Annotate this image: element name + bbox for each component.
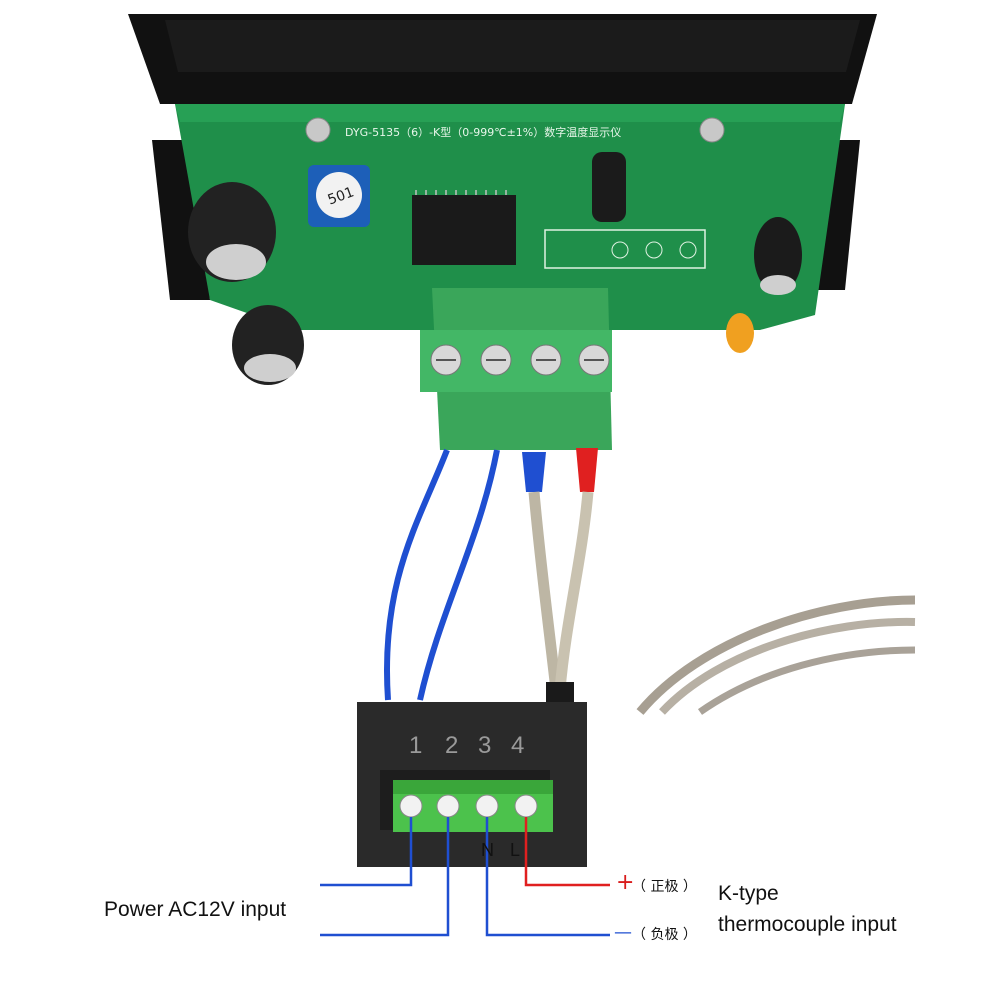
screw [699,117,725,143]
capacitor [754,217,802,293]
power-wire-1 [384,448,450,701]
power-line-2 [320,817,450,937]
probe-cable [636,595,916,715]
thermocouple-label-line2: thermocouple input [718,913,897,936]
capacitor [592,152,626,222]
ferrule-blue [522,452,546,492]
terminal-letter-l: L [510,840,521,860]
power-wire-2 [417,449,500,701]
terminal-number-4: 4 [511,732,525,759]
ceramic-capacitor [726,313,754,353]
positive-line [524,817,610,887]
negative-note: （ 负极 ） [632,927,697,943]
terminal-letter-n: N [481,840,494,860]
negative-symbol: — [614,922,632,943]
power-line-1 [320,817,413,887]
screw [305,117,331,143]
negative-line [485,817,610,937]
thermocouple-lead-positive [554,491,594,691]
ferrule-red [576,448,598,492]
board-model-text: DYG-5135（6）-K型（0-999℃±1%）数字温度显示仪 [345,125,621,139]
positive-note: （ 正极 ） [632,879,697,895]
thermocouple-lead-negative [528,491,562,691]
positive-symbol: + [616,870,635,895]
terminal-number-2: 2 [445,732,459,759]
terminal-number-3: 3 [478,732,492,759]
terminal-number-1: 1 [409,732,423,759]
mcu-chip [412,195,516,265]
power-input-label: Power AC12V input [104,898,287,921]
thermocouple-label-line1: K-type [718,882,779,905]
